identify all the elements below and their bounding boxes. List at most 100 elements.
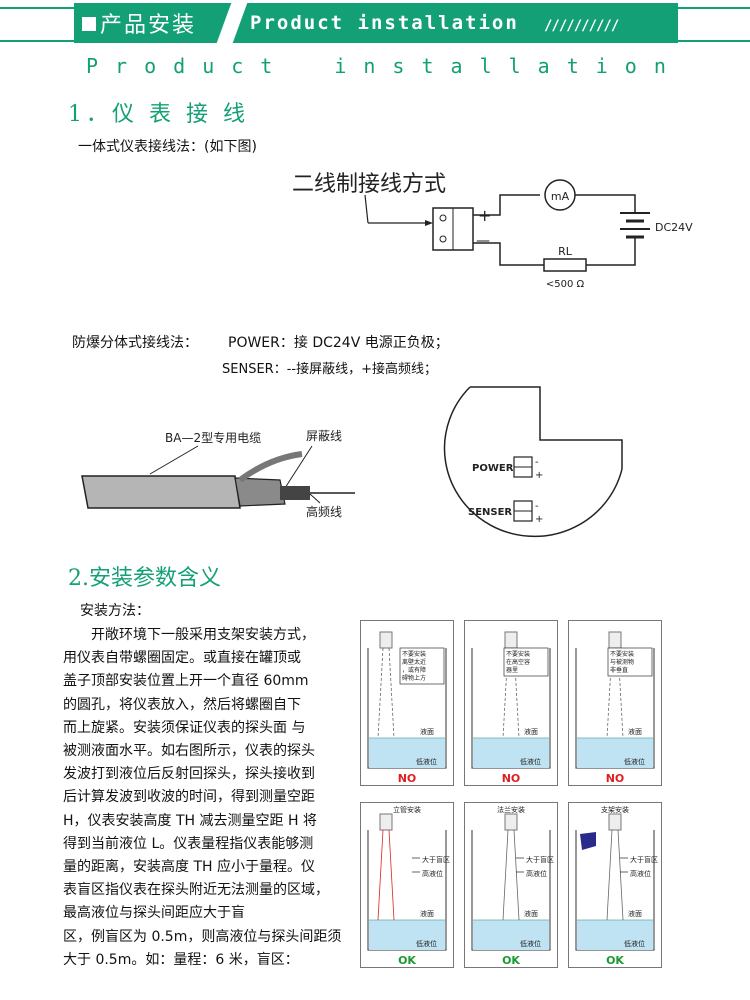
shield-label: 屏蔽线 xyxy=(306,429,342,443)
hf-label: 高频线 xyxy=(306,504,342,519)
note-line: 在高空容 xyxy=(506,658,530,666)
banner-stripes: ////////// xyxy=(544,18,619,34)
liquid xyxy=(369,920,445,950)
liquid xyxy=(369,738,445,768)
svg-text:-: - xyxy=(535,501,539,512)
subtitle-letter: o xyxy=(624,54,637,78)
paragraph-line: 最高液位与探头间距应大于盲 xyxy=(63,905,245,922)
paragraph-line: 表盲区指仪表在探头附近无法测量的区域， xyxy=(63,882,329,899)
square-icon xyxy=(82,17,96,31)
panel-title: 法兰安装 xyxy=(497,805,525,814)
subtitle-letter: P xyxy=(86,54,99,78)
terminal-diagram: POWER - + SENSER - + xyxy=(443,386,623,538)
cable-diagram: BA—2型专用电缆 屏蔽线 高频线 xyxy=(81,429,355,519)
section1-heading: 1．仪 表 接 线 xyxy=(68,102,249,127)
resistor-icon xyxy=(543,258,587,272)
subtitle-letter: i xyxy=(595,54,608,78)
resistor-label: RL xyxy=(558,245,573,258)
beam xyxy=(502,829,509,921)
low-level-label: 低液位 xyxy=(416,757,437,766)
senser-wiring-text: SENSER：--接屏蔽线，+接高频线； xyxy=(222,362,437,377)
banner-title-en: Product installation xyxy=(250,12,519,34)
paragraph-line: 大于 0.5m。如：量程：6 米，盲区： xyxy=(63,951,299,968)
sensor-icon xyxy=(504,813,518,831)
note-line: 离壁太近 xyxy=(402,658,426,666)
paragraph-line: 发波打到液位后反射回探头，探头接收到 xyxy=(63,766,315,783)
paragraph-line: H，仪表安装高度 TH 减去测量空距 H 将 xyxy=(63,812,317,829)
low-level-label: 低液位 xyxy=(624,939,645,948)
method-label: 安装方法： xyxy=(80,603,150,619)
paragraph-line: 的圆孔，将仪表放入，然后将螺圈自下 xyxy=(63,696,301,713)
note-line: 器里 xyxy=(506,667,518,674)
note-line: ，或有障 xyxy=(402,666,426,674)
subtitle-letter: t xyxy=(566,54,579,78)
beam xyxy=(606,829,613,921)
resistor-value: <500 Ω xyxy=(546,279,585,290)
low-level-label: 低液位 xyxy=(520,757,541,766)
shield-wire xyxy=(238,451,303,483)
liquid-label: 液面 xyxy=(524,909,538,918)
banner-title-cn: 产品安装 xyxy=(82,7,196,39)
paragraph-line: 区，例盲区为 0.5m，则高液位与探头间距须 xyxy=(63,928,342,945)
subtitle-letter: l xyxy=(508,54,521,78)
paragraph-line: 后计算发波到收波的时间，得到测量空距 xyxy=(63,789,315,806)
cable-shield xyxy=(234,477,286,507)
low-level-label: 低液位 xyxy=(520,939,541,948)
cable-jacket xyxy=(81,475,241,509)
beam xyxy=(388,647,395,739)
note-box xyxy=(503,647,549,677)
note-line: 不要安装 xyxy=(610,650,634,658)
bracket-icon xyxy=(580,832,596,850)
liquid xyxy=(473,920,549,950)
minus-sign: — xyxy=(476,233,490,249)
verdict-label: NO xyxy=(398,772,417,785)
beam xyxy=(377,647,384,739)
power-wiring-text: POWER：接 DC24V 电源正负极； xyxy=(228,335,449,351)
note-line: 与被测物 xyxy=(610,658,634,666)
subtitle-letter: n xyxy=(363,54,376,78)
note-line: 碍物上方 xyxy=(402,674,426,682)
note-box xyxy=(399,647,445,685)
subtitle-letter: t xyxy=(421,54,434,78)
paragraph-line: 用仪表自带螺圈固定。或直接在罐顶或 xyxy=(63,650,301,667)
verdict-label: OK xyxy=(606,954,624,967)
beam xyxy=(388,829,395,921)
panel-title: 支架安装 xyxy=(601,805,629,814)
subtitle-letter: i xyxy=(334,54,347,78)
high-level-label: 高液位 xyxy=(526,869,547,878)
integral-label: 一体式仪表接线法：(如下图) xyxy=(78,139,257,155)
blind-zone-label: 大于盲区 xyxy=(422,855,450,864)
liquid xyxy=(577,738,653,768)
meter-label: mA xyxy=(551,190,570,203)
subtitle-letter: n xyxy=(653,54,666,78)
paragraph-line: 得到当前液位 L。仪表量程指仪表能够测 xyxy=(63,835,314,852)
high-level-label: 高液位 xyxy=(630,869,651,878)
note-line: 不要安装 xyxy=(506,650,530,658)
paragraph-line: 被测液面水平。如右图所示，仪表的探头 xyxy=(63,743,315,760)
sensor-icon xyxy=(379,631,393,649)
verdict-label: OK xyxy=(398,954,416,967)
liquid-label: 液面 xyxy=(628,727,642,736)
subtitle-letter: r xyxy=(115,54,128,78)
cable-type-label: BA—2型专用电缆 xyxy=(165,430,261,445)
blind-zone-label: 大于盲区 xyxy=(630,855,658,864)
subtitle-letter: s xyxy=(392,54,405,78)
verdict-label: NO xyxy=(502,772,521,785)
low-level-label: 低液位 xyxy=(624,757,645,766)
liquid xyxy=(577,920,653,950)
paragraph-line: 而上旋紧。安装须保证仪表的探头面 与 xyxy=(63,719,306,736)
subtitle-letter: t xyxy=(260,54,273,78)
liquid-label: 液面 xyxy=(420,727,434,736)
subtitle-letter: u xyxy=(202,54,215,78)
wiring-title: 二线制接线方式 xyxy=(292,172,446,197)
beam xyxy=(513,829,520,921)
svg-text:-: - xyxy=(535,457,539,468)
header-banner: 产品安装 Product installation ////////// xyxy=(74,3,678,43)
note-line: 非垂直 xyxy=(610,666,628,674)
two-wire-diagram: 二线制接线方式 + — mA DC24V RL <500 Ω xyxy=(292,172,693,290)
